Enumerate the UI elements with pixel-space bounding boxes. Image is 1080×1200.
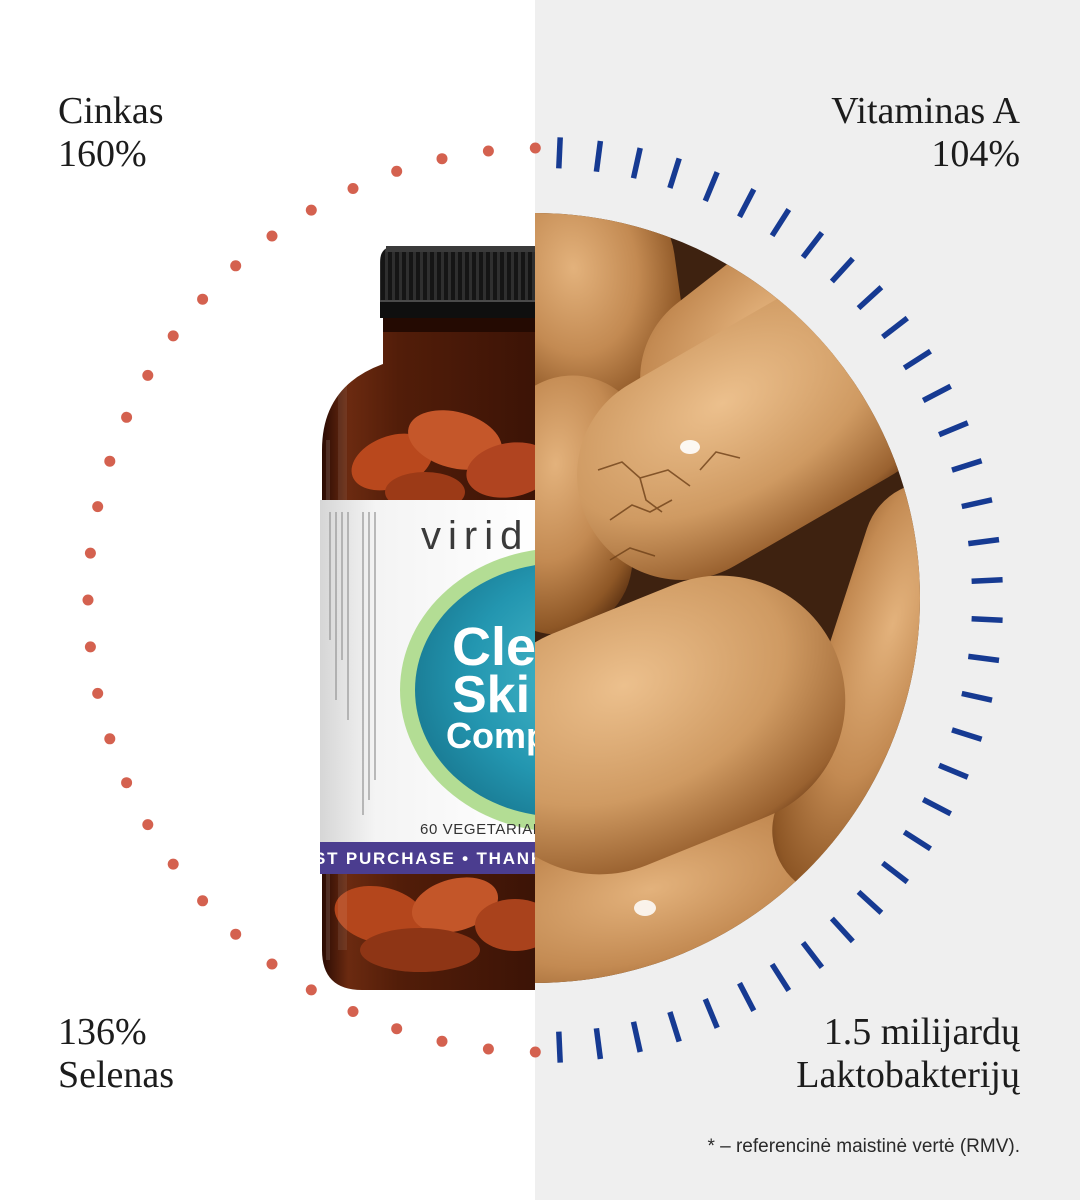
stat-zinc-value: 160% xyxy=(58,133,147,175)
ring-dash xyxy=(769,962,792,992)
ring-dash xyxy=(967,536,1000,547)
ring-dot xyxy=(167,858,179,870)
stat-lactobacteria-label: Laktobakterijų xyxy=(796,1054,1020,1096)
ring-dot xyxy=(391,165,403,177)
ring-dot xyxy=(482,145,494,157)
ring-dash xyxy=(593,1027,604,1060)
ring-dot xyxy=(92,687,104,699)
ring-dash xyxy=(921,383,952,403)
ring-dash xyxy=(737,981,757,1012)
capsule-cracks xyxy=(597,451,741,561)
stat-lactobacteria-value: 1.5 milijardų xyxy=(823,1011,1020,1053)
ring-dash xyxy=(667,157,682,189)
stat-vitamin-a-label: Vitaminas A xyxy=(831,90,1020,132)
ring-dot xyxy=(436,153,448,165)
ring-dash xyxy=(951,727,983,742)
stat-selenium-value: 136% xyxy=(58,1011,147,1053)
ring-dash xyxy=(921,797,952,817)
bottle-label: virid Cle Ski Comp 60 VEGETARIAN ST PURC… xyxy=(314,500,564,874)
ring-dot xyxy=(121,777,133,789)
stat-selenium: 136% Selenas xyxy=(58,1011,174,1097)
ring-dot xyxy=(347,1006,359,1017)
ring-dash xyxy=(856,889,884,915)
ring-dash xyxy=(737,188,757,219)
ring-dash xyxy=(881,315,909,340)
ring-dot xyxy=(121,411,133,423)
dotted-ring xyxy=(82,142,541,1058)
ring-dash xyxy=(938,762,969,780)
stat-vitamin-a-value: 104% xyxy=(931,133,1020,175)
ring-dot xyxy=(230,928,242,940)
label-fine-print xyxy=(329,512,376,815)
bottle-image: virid Cle Ski Comp 60 VEGETARIAN ST PURC… xyxy=(314,246,564,990)
ring-dash xyxy=(961,497,993,510)
ring-dash xyxy=(556,137,563,169)
ring-dash xyxy=(667,1011,682,1043)
ring-dash xyxy=(556,1031,563,1063)
label-band xyxy=(320,842,535,874)
ring-dot xyxy=(197,895,209,907)
bottle-neck xyxy=(383,318,535,332)
ring-dash xyxy=(967,653,1000,664)
ring-dot xyxy=(104,733,116,745)
ring-dash xyxy=(902,829,932,852)
ring-dot xyxy=(104,455,116,467)
label-brand: virid xyxy=(421,514,529,558)
label-title-line-2: Ski xyxy=(452,666,530,724)
ring-dot xyxy=(305,984,317,996)
ring-dot xyxy=(266,958,278,970)
ring-dot xyxy=(305,204,317,216)
ring-dot xyxy=(436,1035,448,1047)
ring-dot xyxy=(92,501,104,513)
ring-dash xyxy=(902,348,932,371)
ring-dot xyxy=(347,183,359,194)
ring-dot xyxy=(482,1043,494,1055)
label-band-text: ST PURCHASE • THANK Y xyxy=(314,849,564,868)
ring-dash xyxy=(800,941,825,969)
stat-selenium-label: Selenas xyxy=(58,1054,175,1096)
stat-zinc-label: Cinkas xyxy=(58,90,164,132)
label-title-line-1: Cle xyxy=(452,617,536,677)
ring-dash xyxy=(961,690,993,703)
ring-dot xyxy=(266,230,278,242)
stat-lactobacteria: 1.5 milijardų Laktobakterijų xyxy=(796,1011,1020,1097)
stat-zinc: Cinkas 160% xyxy=(58,90,164,176)
ring-dash xyxy=(702,171,720,202)
ring-dash xyxy=(971,616,1003,623)
ring-dot xyxy=(197,293,209,305)
ring-dash xyxy=(593,140,604,173)
ring-dot xyxy=(84,641,96,653)
ring-dash xyxy=(856,285,884,311)
ring-dash xyxy=(702,998,720,1029)
ring-dash xyxy=(951,458,983,473)
footnote: * – referencinė maistinė vertė (RMV). xyxy=(707,1136,1020,1157)
ring-dash xyxy=(800,231,825,259)
ring-dash xyxy=(630,147,643,179)
ring-dot xyxy=(142,369,154,381)
ring-dash xyxy=(630,1021,643,1053)
ring-dot xyxy=(391,1023,403,1035)
capsule-highlight xyxy=(680,440,700,454)
label-title-line-3: Comp xyxy=(446,715,548,756)
ring-dash xyxy=(829,256,855,284)
ring-dash xyxy=(769,208,792,238)
ring-dot xyxy=(167,330,179,342)
ring-dot xyxy=(529,142,541,154)
ring-dot xyxy=(142,819,154,831)
stat-vitamin-a: Vitaminas A 104% xyxy=(831,90,1020,176)
ring-dash xyxy=(938,420,969,438)
ring-dot xyxy=(529,1046,541,1058)
ring-dash xyxy=(881,860,909,885)
ring-dot xyxy=(84,547,96,559)
label-capsule-count: 60 VEGETARIAN xyxy=(420,821,544,838)
label-teal-circle xyxy=(415,565,535,815)
ring-dash xyxy=(829,916,855,944)
ring-dot xyxy=(82,594,94,606)
ring-dash xyxy=(971,577,1003,584)
capsule-highlight xyxy=(634,900,656,916)
dashed-ring xyxy=(556,137,1003,1063)
ring-dot xyxy=(230,260,242,272)
